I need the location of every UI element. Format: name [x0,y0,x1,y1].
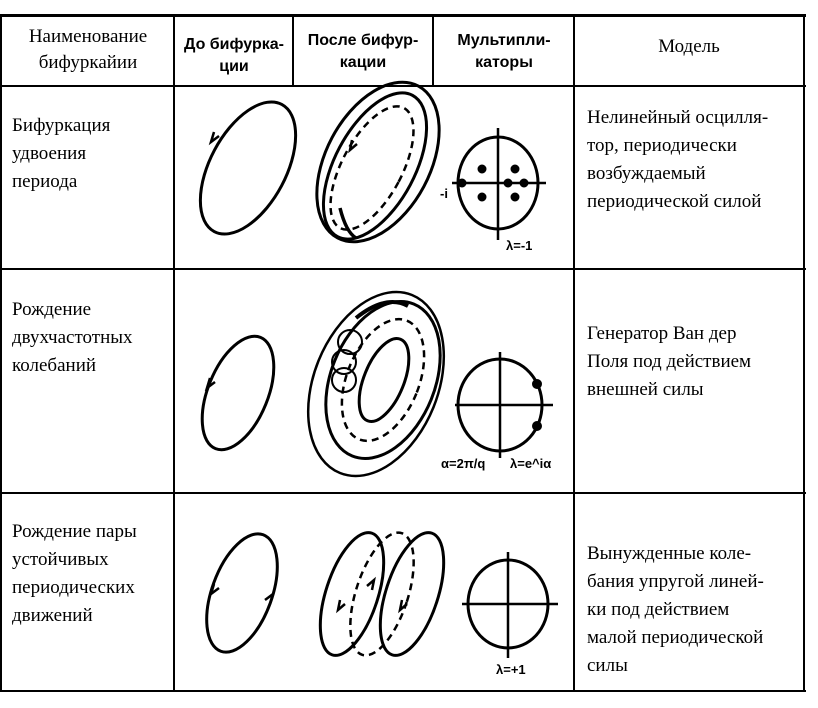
row2-name: Рождение двухчастотных колебаний [12,299,133,376]
row3-model: Вынужденные коле- бания упругой линей- к… [587,543,764,676]
table-bottom-border [0,690,806,692]
row1-before-cycle [198,100,298,236]
row2-multiplier-plot [455,352,553,458]
row3-name: Рождение пары устойчивых периодических д… [12,521,137,626]
table-top-border [0,14,806,17]
header-bottom-border [0,85,806,87]
header-model: Модель [658,36,720,57]
row3-multiplier-plot [462,552,558,658]
row1-mult-label-left: -i [440,186,448,201]
right-border [803,14,805,692]
row1-bottom-border [0,268,806,270]
header-before: До бифурка- ции [183,36,284,75]
left-border [0,14,2,692]
header-name: Наименование бифуркайии [28,26,148,73]
name-column-divider [173,14,175,692]
before-after-divider [292,14,294,86]
row1-mult-label-bottom: λ=-1 [506,238,532,253]
row2-bottom-border [0,492,806,494]
row2-after-torus [306,290,446,478]
row1-model: Нелинейный осцилля- тор, периодически во… [587,107,769,212]
header-multipliers: Мультипли- каторы [457,32,551,71]
model-column-divider [573,14,575,692]
after-mult-divider [432,14,434,86]
row1-name: Бифуркация удвоения периода [12,115,111,192]
row1-multiplier-plot [452,128,546,240]
row2-mult-label-left: α=2π/q [441,456,485,471]
row2-mult-label-bottom: λ=e^iα [510,456,551,471]
row2-model: Генератор Ван дер Поля под действием вне… [587,323,752,400]
row2-before-cycle [200,334,276,452]
row3-before-cycle [205,532,279,654]
row3-after-two-cycles [318,531,446,657]
row1-after-doubled-cycle [315,80,441,244]
row3-mult-label-bottom: λ=+1 [496,662,526,677]
header-after: После бифур- кации [307,32,419,71]
